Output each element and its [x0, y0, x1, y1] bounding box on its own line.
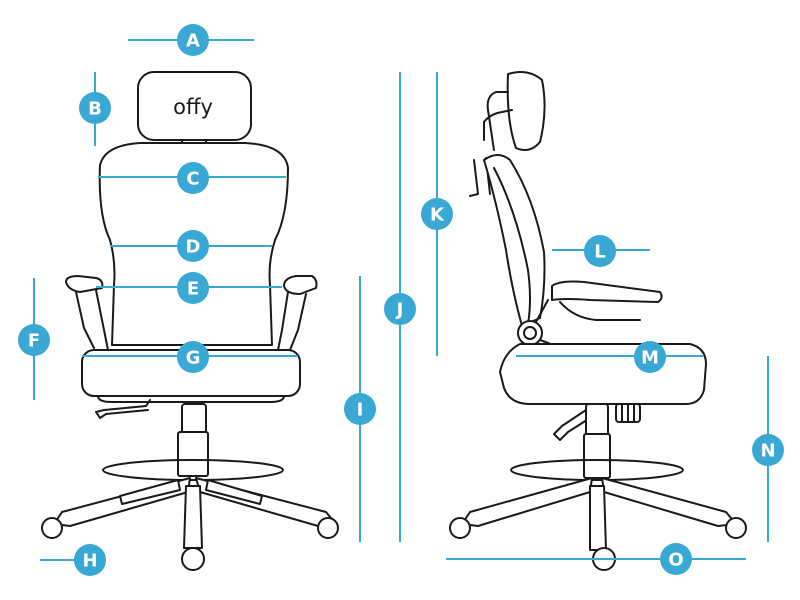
marker-k: K [421, 198, 453, 230]
side-casters [449, 517, 747, 571]
marker-m: M [634, 341, 666, 373]
svg-text:E: E [187, 279, 199, 300]
svg-text:N: N [760, 441, 775, 462]
marker-b: B [79, 92, 111, 124]
marker-a: A [177, 24, 209, 56]
front-headrest: offy [137, 71, 252, 149]
front-gas-cylinder [177, 431, 209, 477]
marker-h: H [74, 544, 106, 576]
front-gas-lift-cap [181, 403, 207, 435]
svg-text:A: A [186, 31, 200, 52]
front-height-lever [95, 399, 151, 419]
front-casters [41, 517, 339, 571]
svg-text:K: K [430, 205, 445, 226]
marker-c: C [177, 162, 209, 194]
marker-n: N [752, 434, 784, 466]
svg-text:H: H [82, 551, 97, 572]
side-height-lever [553, 409, 591, 441]
svg-text:F: F [28, 331, 40, 352]
side-backrest [483, 154, 546, 327]
svg-text:D: D [186, 237, 201, 258]
side-gas-lift-cap [585, 403, 609, 437]
marker-d: D [177, 230, 209, 262]
marker-j: J [384, 293, 416, 325]
marker-g: G [177, 341, 209, 373]
side-armrest-pivot [517, 320, 543, 346]
front-armrest-left [65, 275, 109, 351]
svg-text:M: M [641, 348, 659, 369]
marker-f: F [18, 324, 50, 356]
brand-logo-text: offy [173, 95, 213, 119]
marker-e: E [177, 272, 209, 304]
marker-o: O [660, 543, 692, 575]
side-tilt-knob [615, 403, 641, 423]
dimension-markers: A B C D E F G H I J K L M N O [18, 24, 784, 576]
side-headrest [506, 71, 546, 151]
svg-text:I: I [357, 400, 364, 421]
svg-text:B: B [88, 99, 102, 120]
svg-text:C: C [186, 169, 199, 190]
svg-text:J: J [395, 300, 404, 321]
marker-l: L [584, 235, 616, 267]
marker-i: I [344, 393, 376, 425]
side-gas-cylinder [583, 433, 611, 479]
svg-text:O: O [668, 550, 683, 571]
front-base [53, 477, 337, 549]
side-base [461, 477, 737, 551]
side-seat [499, 343, 707, 405]
side-armrest [551, 280, 663, 303]
svg-text:G: G [186, 348, 201, 369]
svg-text:L: L [594, 242, 605, 263]
side-view-chair [449, 71, 747, 571]
front-armrest-right [277, 275, 318, 351]
front-view-chair: offy [41, 71, 339, 571]
